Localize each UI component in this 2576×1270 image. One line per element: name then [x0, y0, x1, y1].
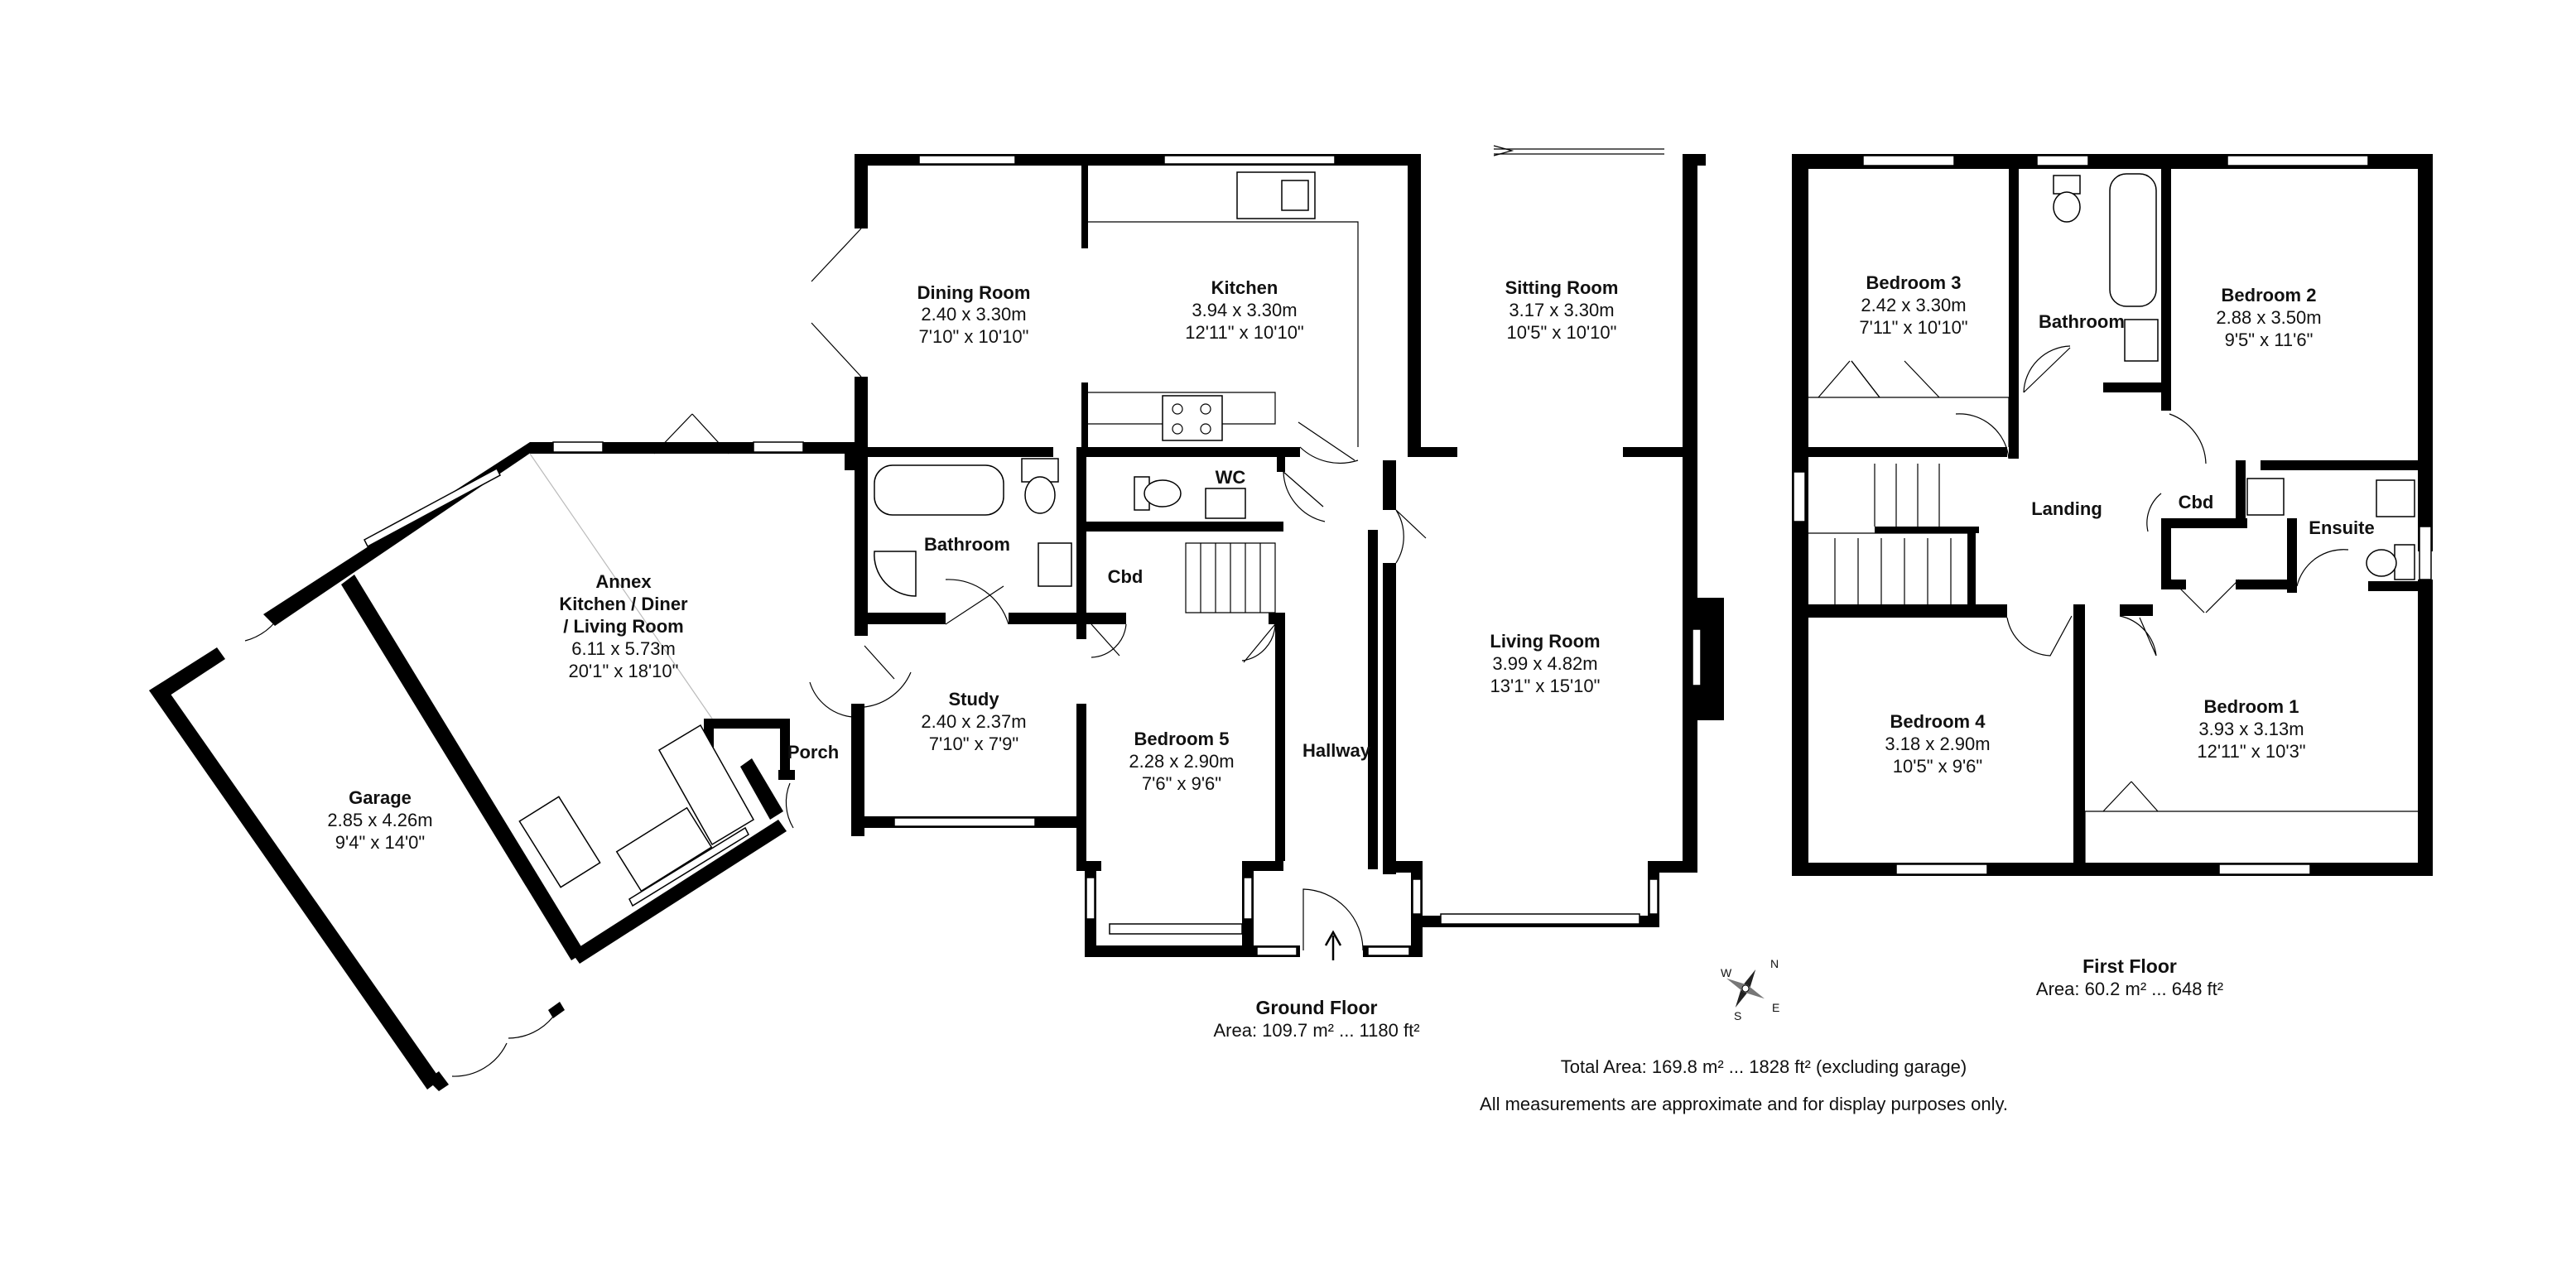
compass-icon [1726, 969, 1765, 1008]
room-cbd-name: Cbd [1108, 566, 1144, 587]
room-bedroom3-name: Bedroom 3 [1866, 272, 1962, 293]
room-bedroom1-name: Bedroom 1 [2204, 696, 2299, 717]
room-garage-imperial: 9'4" x 14'0" [335, 832, 425, 853]
first-floor-windows [1793, 155, 2432, 875]
room-garage: Garage 2.85 x 4.26m 9'4" x 14'0" [327, 787, 432, 853]
room-hallway-name: Hallway [1302, 740, 1371, 761]
room-bedroom3-metric: 2.42 x 3.30m [1861, 295, 1966, 315]
room-study-metric: 2.40 x 2.37m [921, 711, 1026, 732]
ground-floor-windows [364, 155, 1702, 956]
ground-floor-caption: Ground Floor Area: 109.7 m² ... 1180 ft² [1213, 997, 1419, 1041]
room-annex-name-1: Annex [595, 571, 652, 592]
room-dining-metric: 2.40 x 3.30m [921, 304, 1026, 325]
room-ff-bathroom-name: Bathroom [2039, 311, 2125, 332]
room-bathroom-name: Bathroom [924, 534, 1010, 555]
first-floor-area: Area: 60.2 m² ... 648 ft² [2036, 979, 2223, 999]
room-kitchen: Kitchen 3.94 x 3.30m 12'11" x 10'10" [1185, 277, 1304, 343]
room-wc-name: WC [1216, 467, 1246, 488]
room-living-name: Living Room [1490, 631, 1600, 652]
ground-floor-title: Ground Floor [1256, 997, 1378, 1018]
disclaimer: All measurements are approximate and for… [1480, 1094, 2008, 1114]
first-floor-title: First Floor [2082, 955, 2177, 977]
room-annex-metric: 6.11 x 5.73m [571, 638, 676, 659]
first-floor-fixtures [2053, 173, 2415, 580]
room-bedroom3: Bedroom 3 2.42 x 3.30m 7'11" x 10'10" [1859, 272, 1967, 338]
ground-floor-doors [244, 145, 1664, 1077]
room-bedroom4-name: Bedroom 4 [1890, 711, 1986, 732]
room-sitting-metric: 3.17 x 3.30m [1509, 300, 1614, 320]
ground-floor-area: Area: 109.7 m² ... 1180 ft² [1213, 1020, 1419, 1041]
room-landing-name: Landing [2031, 498, 2102, 519]
room-kitchen-imperial: 12'11" x 10'10" [1185, 322, 1304, 343]
first-floor-doors [1808, 345, 2418, 863]
room-study: Study 2.40 x 2.37m 7'10" x 7'9" [921, 689, 1026, 754]
room-annex-name-2: Kitchen / Diner [559, 594, 688, 614]
room-bedroom2-name: Bedroom 2 [2222, 285, 2317, 305]
room-garage-metric: 2.85 x 4.26m [327, 810, 432, 830]
room-study-imperial: 7'10" x 7'9" [929, 734, 1018, 754]
room-bedroom1: Bedroom 1 3.93 x 3.13m 12'11" x 10'3" [2197, 696, 2305, 762]
room-garage-name: Garage [349, 787, 412, 808]
room-annex-imperial: 20'1" x 18'10" [569, 661, 679, 681]
room-porch-name: Porch [787, 742, 839, 762]
room-sitting: Sitting Room 3.17 x 3.30m 10'5" x 10'10" [1505, 277, 1619, 343]
room-bedroom4-metric: 3.18 x 2.90m [1885, 734, 1990, 754]
room-bedroom5-name: Bedroom 5 [1134, 729, 1230, 749]
room-living-imperial: 13'1" x 15'10" [1490, 676, 1601, 696]
entrance-arrow-icon [1324, 930, 1342, 960]
room-living: Living Room 3.99 x 4.82m 13'1" x 15'10" [1490, 631, 1600, 696]
room-bedroom5-metric: 2.28 x 2.90m [1129, 751, 1234, 772]
room-annex: Annex Kitchen / Diner / Living Room 6.11… [559, 571, 688, 681]
ground-floor-fixtures [518, 171, 1359, 892]
room-bedroom4: Bedroom 4 3.18 x 2.90m 10'5" x 9'6" [1885, 711, 1990, 777]
room-dining-imperial: 7'10" x 10'10" [919, 326, 1029, 347]
room-bedroom2-metric: 2.88 x 3.50m [2216, 307, 2321, 328]
first-floor-caption: First Floor Area: 60.2 m² ... 648 ft² [2036, 955, 2223, 999]
room-bedroom1-imperial: 12'11" x 10'3" [2197, 741, 2305, 762]
room-study-name: Study [948, 689, 999, 710]
compass-west-label: W [1721, 966, 1732, 979]
compass-south-label: S [1734, 1009, 1741, 1022]
room-bedroom1-metric: 3.93 x 3.13m [2198, 719, 2304, 739]
room-sitting-imperial: 10'5" x 10'10" [1507, 322, 1617, 343]
room-dining: Dining Room 2.40 x 3.30m 7'10" x 10'10" [917, 282, 1031, 347]
room-annex-name-3: / Living Room [563, 616, 683, 637]
compass-north-label: N [1770, 957, 1779, 970]
room-ensuite-name: Ensuite [2309, 517, 2374, 538]
room-bedroom5-imperial: 7'6" x 9'6" [1142, 773, 1221, 794]
room-living-metric: 3.99 x 4.82m [1492, 653, 1597, 674]
room-sitting-name: Sitting Room [1505, 277, 1619, 298]
room-dining-name: Dining Room [917, 282, 1031, 303]
compass-east-label: E [1772, 1001, 1779, 1014]
room-bedroom4-imperial: 10'5" x 9'6" [1893, 756, 1982, 777]
room-bedroom2: Bedroom 2 2.88 x 3.50m 9'5" x 11'6" [2216, 285, 2321, 350]
room-bedroom2-imperial: 9'5" x 11'6" [2225, 330, 2314, 350]
room-kitchen-metric: 3.94 x 3.30m [1192, 300, 1297, 320]
room-bedroom3-imperial: 7'11" x 10'10" [1859, 317, 1967, 338]
room-bedroom5: Bedroom 5 2.28 x 2.90m 7'6" x 9'6" [1129, 729, 1234, 794]
total-area: Total Area: 169.8 m² ... 1828 ft² (exclu… [1561, 1056, 1967, 1077]
room-kitchen-name: Kitchen [1211, 277, 1278, 298]
room-ff-cbd-name: Cbd [2179, 492, 2214, 512]
